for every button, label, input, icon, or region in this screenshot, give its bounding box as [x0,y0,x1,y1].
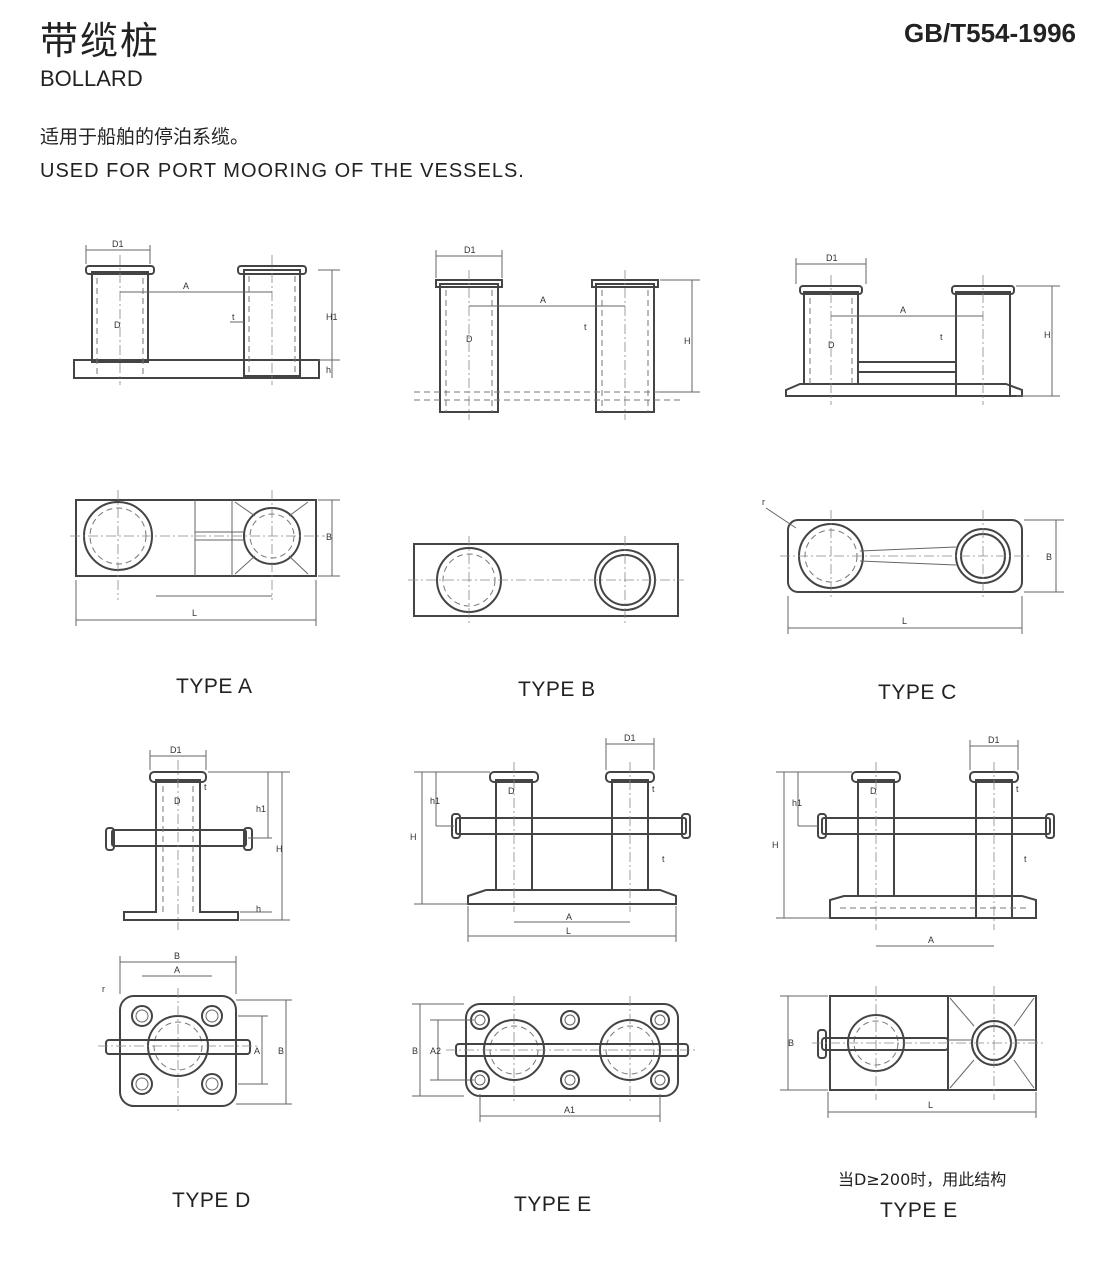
dim-label: t [232,312,235,322]
page-title-en: BOLLARD [40,66,143,91]
description-cn: 适用于船舶的停泊系缆。 [40,126,250,148]
dim-label: B [788,1038,794,1048]
dim-label: B [326,532,332,542]
dim-label: t [204,782,207,792]
type-e-elevation [414,738,691,942]
dim-label: D [508,786,515,796]
standard-code: GB/T554-1996 [904,18,1076,48]
dim-label: D1 [988,735,1000,745]
dim-label: H [772,840,779,850]
dim-label: D1 [624,733,636,743]
page-title-cn: 带缆桩 [40,19,161,63]
dim-label: A [174,965,180,975]
dim-label: h [326,365,331,375]
dim-label: t [662,854,665,864]
dim-label: D1 [170,745,182,755]
type-e-caption: TYPE E [514,1193,592,1216]
dim-label: D1 [826,253,838,263]
type-e2-caption: TYPE E [880,1199,958,1222]
type-a-elevation [73,245,340,385]
dim-label: H [276,844,283,854]
dim-label: A [540,295,546,305]
type-e2-elevation [776,740,1055,947]
dim-label: A [928,935,934,945]
dim-label: h1 [792,798,802,808]
dim-label: A [566,912,572,922]
dim-label: D1 [112,239,124,249]
dim-label: H [684,336,691,346]
type-c-caption: TYPE C [878,681,957,704]
type-c-elevation [785,258,1060,405]
dim-label: B [412,1046,418,1056]
dim-label: B [1046,552,1052,562]
dim-label: D [174,796,181,806]
dim-label: h1 [256,804,266,814]
dim-label: L [902,616,907,626]
type-e2-note: 当D≥200时，用此结构 [838,1170,1007,1189]
dim-label: B [278,1046,284,1056]
dim-label: t [1024,854,1027,864]
type-a-caption: TYPE A [176,675,253,698]
dim-label: H [410,832,417,842]
type-d-plan [98,956,292,1112]
dim-label: L [192,608,197,618]
dim-label: D [114,320,121,330]
type-e-plan [412,996,698,1122]
dim-label: L [566,926,571,936]
type-d-caption: TYPE D [172,1189,251,1212]
dim-label: t [1016,784,1019,794]
dim-label: t [584,322,587,332]
dim-label: A [183,281,189,291]
dim-label: D1 [464,245,476,255]
dim-label: L [928,1100,933,1110]
dim-label: H [1044,330,1051,340]
dim-label: t [940,332,943,342]
dim-label: r [762,497,765,507]
dim-label: r [102,984,105,994]
description-en: USED FOR PORT MOORING OF THE VESSELS. [40,160,525,182]
dim-label: A [254,1046,260,1056]
dim-label: H1 [326,312,338,322]
dim-label: D [828,340,835,350]
type-a-plan [70,490,340,626]
dim-label: t [652,784,655,794]
dim-label: B [174,951,180,961]
dim-label: h [256,904,261,914]
dim-label: A [900,305,906,315]
type-b-caption: TYPE B [518,678,596,701]
dim-label: A1 [564,1105,575,1115]
dim-label: h1 [430,796,440,806]
type-d-elevation [105,750,290,930]
dim-label: D [466,334,473,344]
type-e2-plan [780,986,1044,1118]
type-b-plan [408,536,684,624]
type-b-elevation [414,250,700,420]
dim-label: A2 [430,1046,441,1056]
dim-label: D [870,786,877,796]
type-c-plan [765,507,1064,634]
